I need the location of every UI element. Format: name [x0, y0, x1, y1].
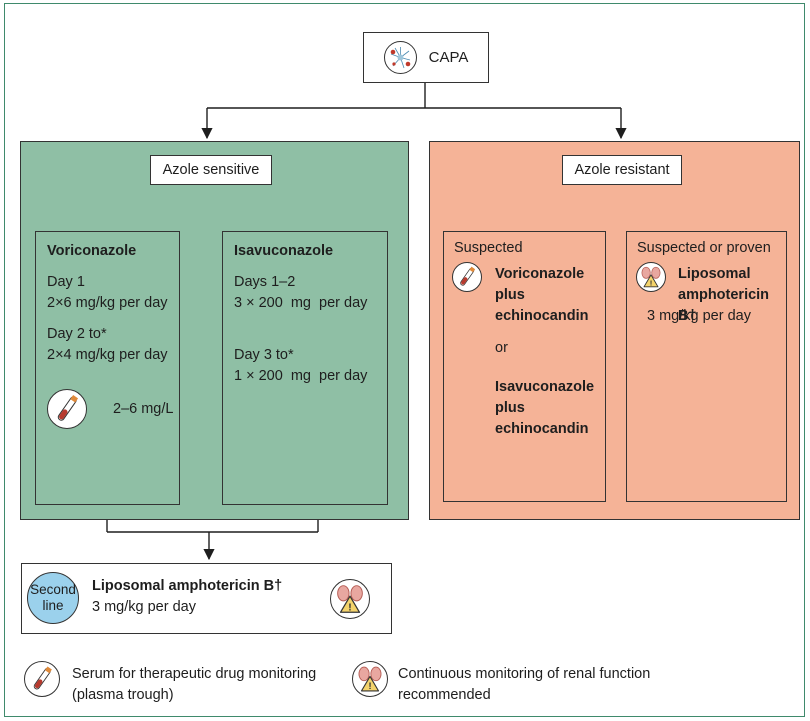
kidney-warning-icon: ! [352, 661, 388, 697]
second-line-drug: Liposomal amphotericin B† [92, 578, 283, 594]
svg-text:!: ! [348, 602, 351, 613]
azole-resistant-header: Azole resistant [562, 155, 682, 185]
or-label: or [495, 340, 508, 356]
capa-label: CAPA [428, 49, 469, 66]
suspected-title: Suspected [454, 240, 523, 256]
svg-text:!: ! [368, 681, 371, 691]
legend-renal-line1: Continuous monitoring of renal function [398, 666, 651, 682]
proven-title: Suspected or proven [637, 240, 771, 256]
svg-text:!: ! [650, 278, 653, 287]
option2-drug: Isavuconazole [495, 379, 595, 395]
kidney-warning-icon: ! [636, 262, 666, 292]
blood-sample-tube-icon [47, 389, 87, 429]
voriconazole-day2-label: Day 2 to* [47, 326, 107, 342]
voriconazole-day2-dose: 2×4 mg/kg per day [47, 347, 168, 363]
legend-tdm-line2: (plasma trough) [72, 687, 174, 703]
second-line-text: Liposomal amphotericin B† 3 mg/kg per da… [92, 576, 282, 618]
proven-drug-line1: Liposomal [678, 266, 751, 282]
isavuconazole-day3-dose: 1 × 200 mg per day [234, 368, 368, 384]
legend-renal: Continuous monitoring of renal function … [398, 664, 650, 706]
isavuconazole-days12-dose: 3 × 200 mg per day [234, 295, 368, 311]
second-line-badge: Second line [27, 572, 79, 624]
isavuconazole-card: Isavuconazole Days 1–2 3 × 200 mg per da… [222, 231, 388, 505]
kidney-warning-icon: ! [330, 579, 370, 619]
badge-line1: Second [30, 582, 76, 597]
badge-line2: line [42, 598, 64, 613]
isavuconazole-days12-label: Days 1–2 [234, 274, 296, 290]
isavuconazole-day3-label: Day 3 to* [234, 347, 294, 363]
tdm-range: 2–6 mg/L [113, 401, 174, 417]
option1-drug: Voriconazole [495, 266, 585, 282]
proven-dose: 3 mg/kg per day [647, 308, 751, 324]
voriconazole-title: Voriconazole [47, 243, 137, 259]
suspected-option-1: Voriconazole plus echinocandin or Isavuc… [495, 264, 603, 440]
option1-plus: plus [495, 287, 525, 303]
voriconazole-day1-dose: 2×6 mg/kg per day [47, 295, 168, 311]
blood-sample-tube-icon [452, 262, 482, 292]
second-line-dose: 3 mg/kg per day [92, 599, 196, 615]
legend-tdm: Serum for therapeutic drug monitoring (p… [72, 664, 316, 706]
blood-sample-tube-icon [24, 661, 60, 697]
proven-drug-line2: amphotericin B† [678, 287, 770, 324]
isavuconazole-title: Isavuconazole [234, 243, 334, 259]
aspergillus-lung-icon [383, 41, 417, 74]
option2-plus: plus [495, 400, 525, 416]
legend-tdm-line1: Serum for therapeutic drug monitoring [72, 666, 317, 682]
proven-drug-block: Liposomal amphotericin B† [678, 264, 790, 327]
option2-combo: echinocandin [495, 421, 589, 437]
azole-sensitive-header: Azole sensitive [150, 155, 272, 185]
legend-renal-line2: recommended [398, 687, 491, 703]
voriconazole-day1-label: Day 1 [47, 274, 85, 290]
figure-frame [4, 3, 805, 717]
voriconazole-card: Voriconazole Day 1 2×6 mg/kg per day Day… [35, 231, 180, 505]
capa-box: CAPA [363, 32, 489, 83]
option1-combo: echinocandin [495, 308, 589, 324]
